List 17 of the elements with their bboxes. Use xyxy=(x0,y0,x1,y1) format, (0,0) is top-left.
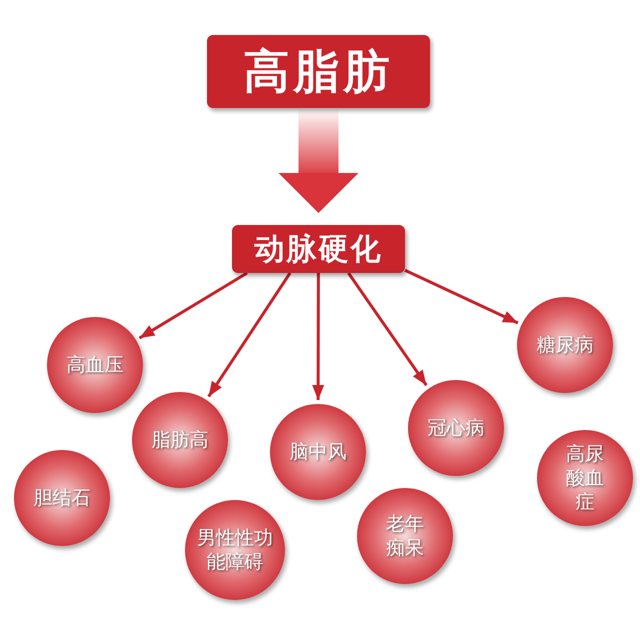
title-box: 高脂肪 xyxy=(207,35,430,108)
disease-circle: 男性性功能障碍 xyxy=(185,500,285,600)
disease-circle: 脑中风 xyxy=(270,404,366,500)
arrow xyxy=(138,272,248,340)
arrow xyxy=(312,273,324,400)
disease-circle: 胆结石 xyxy=(14,450,110,546)
title-box: 动脉硬化 xyxy=(232,225,405,273)
arrow xyxy=(347,272,428,386)
arrow xyxy=(278,108,358,213)
disease-circle: 冠心病 xyxy=(408,380,504,476)
disease-circle: 老年痴呆 xyxy=(357,488,453,584)
arrow xyxy=(404,268,519,324)
disease-circle: 高血压 xyxy=(47,317,143,413)
disease-circle: 高尿酸血症 xyxy=(537,430,633,526)
disease-circle: 脂肪高 xyxy=(132,392,228,488)
disease-circle: 糖尿病 xyxy=(517,297,613,393)
arrow xyxy=(207,272,292,398)
